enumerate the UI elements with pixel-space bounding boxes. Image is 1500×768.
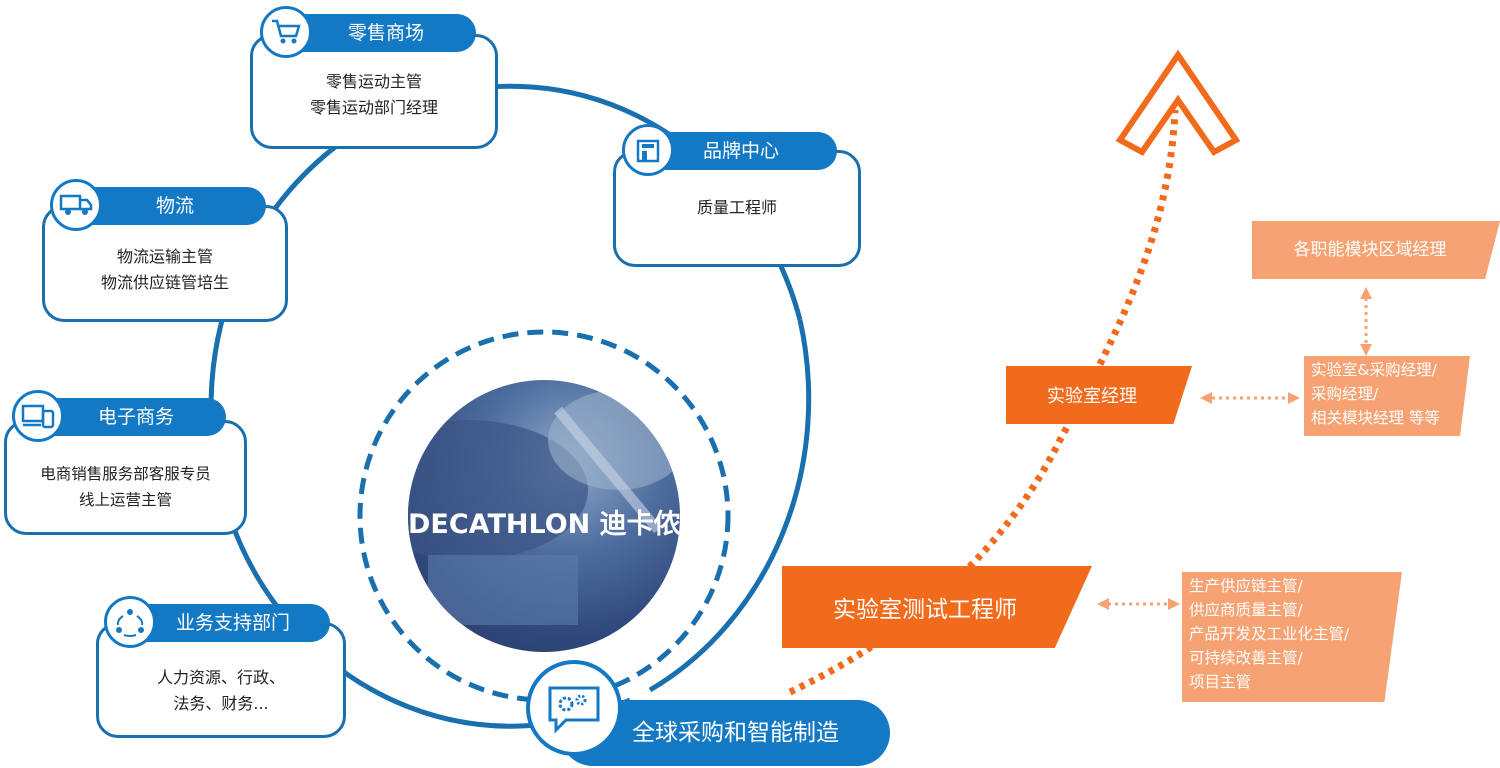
- brand-line-1: 质量工程师: [696, 198, 777, 217]
- retail-line-1: 零售运动主管: [325, 72, 422, 91]
- retail-title: 零售商场: [348, 22, 425, 44]
- sourcing-title: 全球采购和智能制造: [632, 720, 839, 746]
- career-level2-related: 实验室&采购经理/ 采购经理/ 相关模块经理 等等: [1304, 356, 1470, 436]
- ecommerce-line-2: 线上运营主管: [78, 491, 172, 509]
- career-level2-text: 实验室经理: [1047, 386, 1137, 407]
- career-level3-text: 各职能模块区域经理: [1293, 240, 1447, 260]
- center-brand-photo: DECATHLON 迪卡侬: [408, 380, 680, 652]
- level1-related-4: 可持续改善主管/: [1189, 649, 1303, 667]
- level1-related-2: 供应商质量主管/: [1189, 601, 1303, 619]
- level2-related-1: 实验室&采购经理/: [1311, 361, 1437, 379]
- level2-related-3: 相关模块经理 等等: [1311, 409, 1440, 427]
- logistics-line-2: 物流供应链管培生: [100, 273, 229, 292]
- level1-related-5: 项目主管: [1189, 673, 1252, 691]
- career-level1-text: 实验室测试工程师: [833, 597, 1017, 623]
- logistics-line-1: 物流运输主管: [116, 247, 213, 266]
- devices-icon: [12, 390, 64, 442]
- level1-related-1: 生产供应链主管/: [1189, 577, 1303, 595]
- logistics-title: 物流: [156, 195, 195, 217]
- brand-logo-text: DECATHLON 迪卡侬: [408, 509, 680, 540]
- store-icon: [622, 124, 674, 176]
- support-line-1: 人力资源、行政、: [156, 668, 285, 687]
- career-level1-related: 生产供应链主管/ 供应商质量主管/ 产品开发及工业化主管/ 可持续改善主管/ 项…: [1182, 572, 1402, 702]
- career-level1-title: 实验室测试工程师: [782, 566, 1092, 648]
- decathlon-photo: [408, 390, 680, 625]
- level2-related-2: 采购经理/: [1311, 385, 1379, 403]
- career-level3-box: 各职能模块区域经理: [1252, 221, 1500, 279]
- shopping-cart-icon: [260, 6, 312, 58]
- level1-related-3: 产品开发及工业化主管/: [1189, 625, 1350, 643]
- retail-line-2: 零售运动部门经理: [309, 98, 438, 117]
- ecommerce-line-1: 电商销售服务部客服专员: [40, 465, 211, 483]
- people-cycle-icon: [104, 596, 156, 648]
- truck-icon: [50, 179, 102, 231]
- support-line-2: 法务、财务...: [173, 694, 269, 713]
- ecommerce-title: 电子商务: [98, 406, 175, 428]
- brand-title: 品牌中心: [703, 140, 780, 162]
- career-level2-title: 实验室经理: [1006, 366, 1192, 424]
- support-title: 业务支持部门: [176, 612, 291, 634]
- gears-chat-icon: [526, 660, 622, 756]
